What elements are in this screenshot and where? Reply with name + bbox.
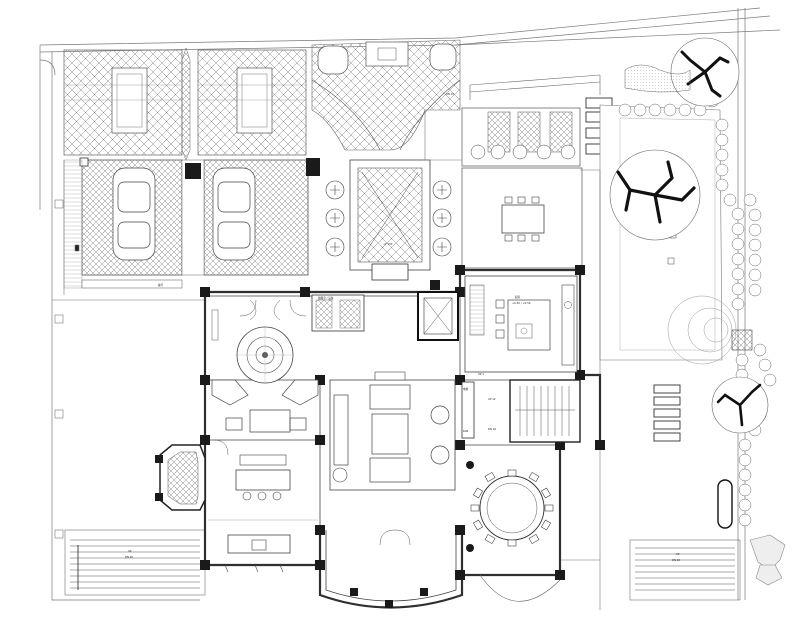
boulders-bottom-right: [749, 534, 786, 586]
stair-right-bottom: [629, 539, 741, 601]
stair-up: UP 12: [488, 397, 496, 401]
tag-lift-2: KAB: [463, 429, 468, 433]
stepping-stones: [653, 384, 681, 442]
sign-top: DN 15: [446, 92, 454, 96]
stair-right-dn: DN 26: [672, 558, 680, 562]
stair-right-up: UP: [676, 552, 680, 556]
pantry-note: UP 1: [478, 372, 484, 376]
bench-right: [717, 479, 733, 529]
family-room: [208, 454, 318, 573]
elevator-tags: 电梯 KAB UP 1: [461, 372, 484, 439]
foyer: [211, 299, 294, 384]
car-outline-left: [112, 167, 156, 261]
kitchen-level: +0.30 / +0.50: [512, 301, 531, 305]
water-feature: +F 150: [349, 159, 431, 281]
bay-window-room: [155, 444, 206, 511]
parking-tag: 编号: [158, 283, 164, 287]
kitchen-label: 厨房: [515, 295, 521, 299]
hall-lounge: [211, 379, 319, 433]
door-swings: [213, 299, 411, 546]
parterre-garden-center: DN 15: [311, 39, 461, 151]
stair-core: UP 12 DN 16: [488, 379, 581, 443]
car-outline-right: [212, 167, 256, 261]
topiary-trees: [325, 180, 452, 257]
lift-core: [417, 280, 459, 341]
left-path: [52, 160, 205, 539]
living-room: [329, 371, 456, 491]
large-tree-middle: [609, 149, 701, 241]
storage-label: 储藏室 / 设备: [318, 296, 334, 300]
large-tree-lower: [711, 376, 769, 434]
stair-left-dn: DN 26: [125, 555, 133, 559]
patio-hedge-area: [424, 74, 613, 167]
parterre-garden-left: [63, 47, 307, 161]
dining-room: [466, 461, 561, 602]
tag-lift-1: 电梯: [463, 387, 469, 391]
hedge-top-right: [624, 64, 691, 93]
parking-bays: 编号: [63, 157, 320, 289]
storage-room: 储藏室 / 设备: [311, 294, 365, 332]
outdoor-dining-terrace: [461, 167, 583, 269]
stair-left-up: UP: [128, 549, 132, 553]
stair-left-bottom: [64, 529, 206, 596]
feature-level: +F 150: [383, 242, 393, 246]
large-tree-top-right: [670, 37, 740, 107]
structural-columns: [200, 265, 605, 608]
kitchen: 厨房 +0.30 / +0.50: [464, 275, 578, 373]
stair-dn: DN 16: [488, 427, 496, 431]
